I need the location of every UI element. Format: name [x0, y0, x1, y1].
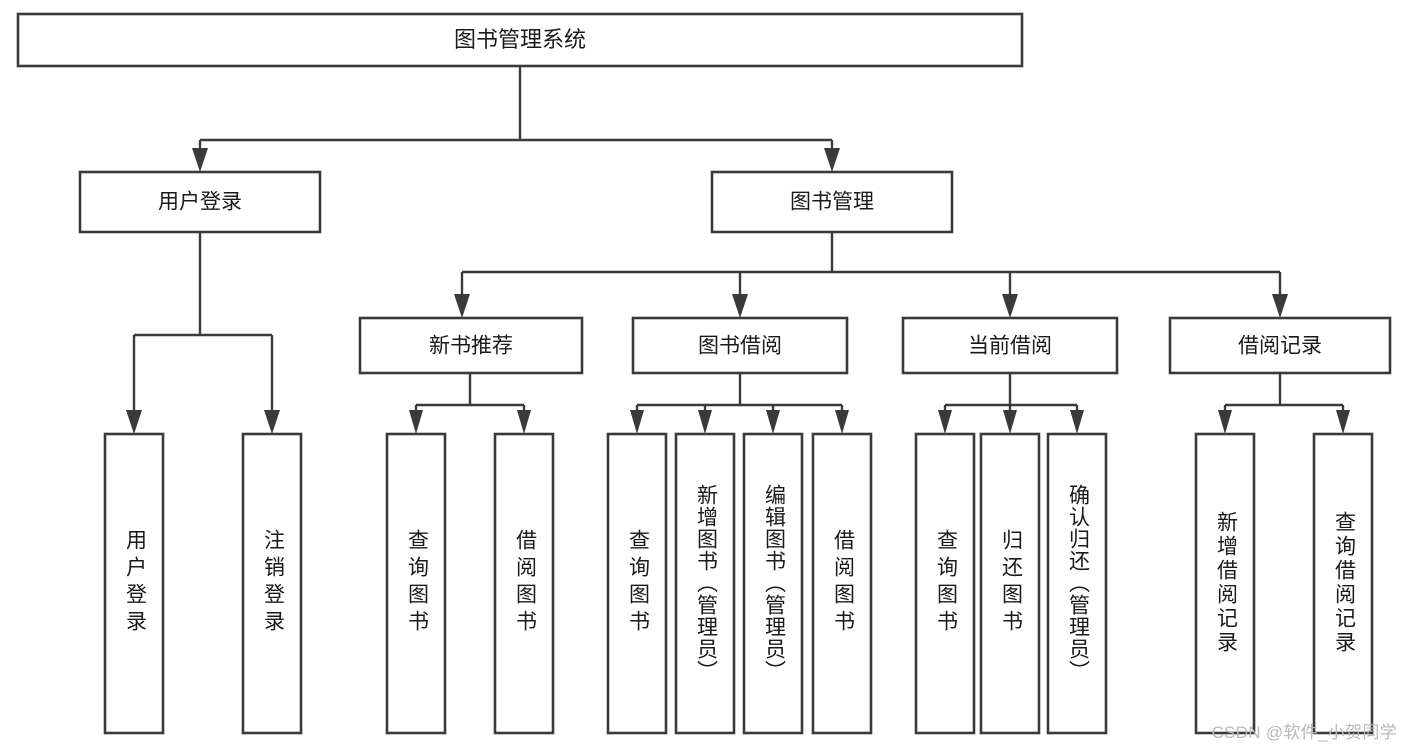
leaf-bookborrow-add-box[interactable]	[674, 432, 736, 735]
node-new-book-recommend-box[interactable]	[358, 316, 584, 375]
node-user-login-box[interactable]	[78, 170, 322, 234]
arrow-borrowrecord-l1	[1218, 410, 1232, 434]
leaf-user-login-box[interactable]	[103, 432, 165, 735]
node-book-borrow[interactable]: 图书借阅	[631, 316, 849, 375]
leaf-borrowrecord-query[interactable]: 查询借阅记录	[1312, 432, 1374, 735]
node-current-borrow-label: 当前借阅	[968, 335, 1052, 358]
leaf-bookborrow-query-box[interactable]	[606, 432, 668, 735]
leaf-bookborrow-borrow-label: 借阅图书	[831, 529, 855, 637]
node-book-borrow-box[interactable]	[631, 316, 849, 375]
leaf-bookborrow-borrow[interactable]: 借阅图书	[811, 432, 873, 735]
leaf-bookborrow-query[interactable]: 查询图书	[606, 432, 668, 735]
arrow-to-new-book	[454, 294, 470, 318]
arrow-to-book-mgmt	[824, 148, 840, 172]
leaf-currentborrow-confirm-label: 确认归还（管理员）	[1066, 484, 1090, 682]
leaf-bookborrow-query-label: 查询图书	[626, 529, 650, 637]
arrow-bookborrow-l4	[835, 410, 849, 434]
node-book-management-label: 图书管理	[790, 191, 874, 214]
leaf-newbook-borrow-label: 借阅图书	[513, 529, 537, 637]
arrow-bookborrow-l2	[698, 410, 712, 434]
leaf-newbook-query-box[interactable]	[385, 432, 447, 735]
leaf-logout-label: 注销登录	[261, 529, 285, 637]
arrow-to-user-login	[192, 148, 208, 172]
node-new-book-recommend[interactable]: 新书推荐	[358, 316, 584, 375]
leaf-currentborrow-query[interactable]: 查询图书	[914, 432, 976, 735]
leaf-currentborrow-confirm-box[interactable]	[1046, 432, 1108, 735]
leaf-newbook-query[interactable]: 查询图书	[385, 432, 447, 735]
arrow-to-borrow-record	[1272, 294, 1288, 318]
arrow-newbook-l1	[409, 410, 423, 434]
arrow-currentborrow-l2	[1003, 410, 1017, 434]
leaf-bookborrow-add-label: 新增图书（管理员）	[694, 484, 718, 682]
leaf-currentborrow-confirm[interactable]: 确认归还（管理员）	[1046, 432, 1108, 735]
leaf-user-login-label: 用户登录	[123, 529, 147, 637]
arrow-userlogin-l1	[126, 410, 142, 434]
arrow-currentborrow-l3	[1070, 410, 1084, 434]
node-root[interactable]: 图书管理系统	[16, 12, 1024, 68]
leaf-logout[interactable]: 注销登录	[241, 432, 303, 735]
node-borrow-record-label: 借阅记录	[1238, 335, 1322, 358]
connector-layer	[126, 66, 1350, 434]
arrow-newbook-l2	[517, 410, 531, 434]
leaf-borrowrecord-add-box[interactable]	[1194, 432, 1256, 735]
arrow-userlogin-l2	[264, 410, 280, 434]
node-user-login[interactable]: 用户登录	[78, 170, 322, 234]
arrow-to-current-borrow	[1002, 294, 1018, 318]
leaf-bookborrow-edit-label: 编辑图书（管理员）	[762, 484, 786, 682]
arrow-bookborrow-l1	[630, 410, 644, 434]
leaf-bookborrow-edit[interactable]: 编辑图书（管理员）	[742, 432, 804, 735]
node-new-book-recommend-label: 新书推荐	[429, 335, 513, 358]
node-current-borrow-box[interactable]	[901, 316, 1119, 375]
leaf-newbook-query-label: 查询图书	[405, 529, 429, 637]
leaf-user-login[interactable]: 用户登录	[103, 432, 165, 735]
leaf-currentborrow-return-label: 归还图书	[999, 529, 1023, 637]
leaf-currentborrow-return[interactable]: 归还图书	[979, 432, 1041, 735]
leaf-newbook-borrow[interactable]: 借阅图书	[493, 432, 555, 735]
node-root-label: 图书管理系统	[454, 27, 586, 52]
leaf-logout-box[interactable]	[241, 432, 303, 735]
leaf-borrowrecord-query-label: 查询借阅记录	[1332, 511, 1356, 655]
node-current-borrow[interactable]: 当前借阅	[901, 316, 1119, 375]
leaf-borrowrecord-query-box[interactable]	[1312, 432, 1374, 735]
leaf-bookborrow-edit-box[interactable]	[742, 432, 804, 735]
arrow-bookborrow-l3	[766, 410, 780, 434]
node-user-login-label: 用户登录	[158, 191, 242, 214]
node-book-borrow-label: 图书借阅	[698, 335, 782, 358]
node-borrow-record[interactable]: 借阅记录	[1168, 316, 1392, 375]
arrow-borrowrecord-l2	[1336, 410, 1350, 434]
arrow-to-book-borrow	[732, 294, 748, 318]
node-root-box[interactable]	[16, 12, 1024, 68]
leaf-bookborrow-add[interactable]: 新增图书（管理员）	[674, 432, 736, 735]
leaf-currentborrow-query-label: 查询图书	[934, 529, 958, 637]
leaf-borrowrecord-add[interactable]: 新增借阅记录	[1194, 432, 1256, 735]
leaf-borrowrecord-add-label: 新增借阅记录	[1214, 511, 1238, 655]
leaf-currentborrow-return-box[interactable]	[979, 432, 1041, 735]
node-book-management[interactable]: 图书管理	[710, 170, 954, 234]
node-book-management-box[interactable]	[710, 170, 954, 234]
node-borrow-record-box[interactable]	[1168, 316, 1392, 375]
leaf-currentborrow-query-box[interactable]	[914, 432, 976, 735]
watermark: CSDN @软件_小贺同学	[1211, 723, 1397, 742]
leaf-bookborrow-borrow-box[interactable]	[811, 432, 873, 735]
leaf-newbook-borrow-box[interactable]	[493, 432, 555, 735]
arrow-currentborrow-l1	[938, 410, 952, 434]
